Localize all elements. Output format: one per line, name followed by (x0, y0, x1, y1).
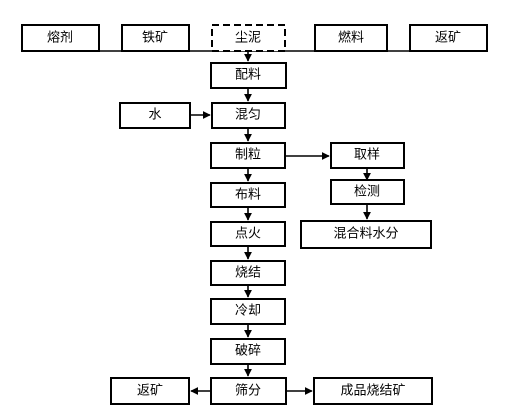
node-fuel-label: 燃料 (338, 30, 364, 46)
node-return-ore-bottom: 返矿 (110, 377, 190, 405)
node-batching-label: 配料 (235, 68, 261, 83)
node-sintering: 烧结 (210, 260, 286, 286)
node-water-label: 水 (148, 108, 161, 123)
node-product-sinter: 成品烧结矿 (313, 377, 433, 405)
node-granulation: 制粒 (210, 142, 286, 169)
node-mix-moisture: 混合料水分 (300, 220, 432, 249)
node-dust-sludge: 尘泥 (211, 24, 286, 52)
node-crushing: 破碎 (210, 338, 286, 365)
node-sampling: 取样 (330, 142, 405, 169)
node-crushing-label: 破碎 (235, 344, 261, 359)
node-screening-label: 筛分 (235, 384, 261, 399)
node-distribution: 布料 (210, 182, 286, 208)
node-sampling-label: 取样 (354, 148, 380, 163)
node-return-ore-top-label: 返矿 (435, 31, 461, 46)
node-ignition-label: 点火 (235, 227, 261, 242)
node-testing: 检测 (330, 179, 405, 205)
node-batching: 配料 (210, 62, 287, 89)
node-sintering-label: 烧结 (235, 266, 261, 281)
node-dust-sludge-label: 尘泥 (235, 31, 261, 46)
node-return-ore-bottom-label: 返矿 (137, 384, 163, 399)
node-flux-label: 熔剂 (47, 31, 73, 46)
node-cooling-label: 冷却 (235, 304, 261, 319)
node-flux: 熔剂 (21, 24, 100, 52)
node-product-sinter-label: 成品烧结矿 (340, 384, 405, 399)
node-ignition: 点火 (210, 221, 286, 247)
node-iron-ore: 铁矿 (121, 24, 190, 52)
node-iron-ore-label: 铁矿 (142, 31, 168, 46)
node-fuel: 燃料 (314, 24, 388, 52)
node-mix-moisture-label: 混合料水分 (333, 227, 398, 242)
node-water: 水 (119, 102, 191, 129)
node-return-ore-top: 返矿 (409, 24, 488, 52)
node-screening: 筛分 (210, 377, 287, 405)
node-granulation-label: 制粒 (235, 148, 261, 163)
node-mixing-label: 混匀 (235, 108, 261, 123)
node-mixing: 混匀 (211, 102, 286, 129)
node-cooling: 冷却 (210, 298, 286, 325)
node-testing-label: 检测 (354, 185, 380, 200)
node-distribution-label: 布料 (235, 188, 261, 203)
